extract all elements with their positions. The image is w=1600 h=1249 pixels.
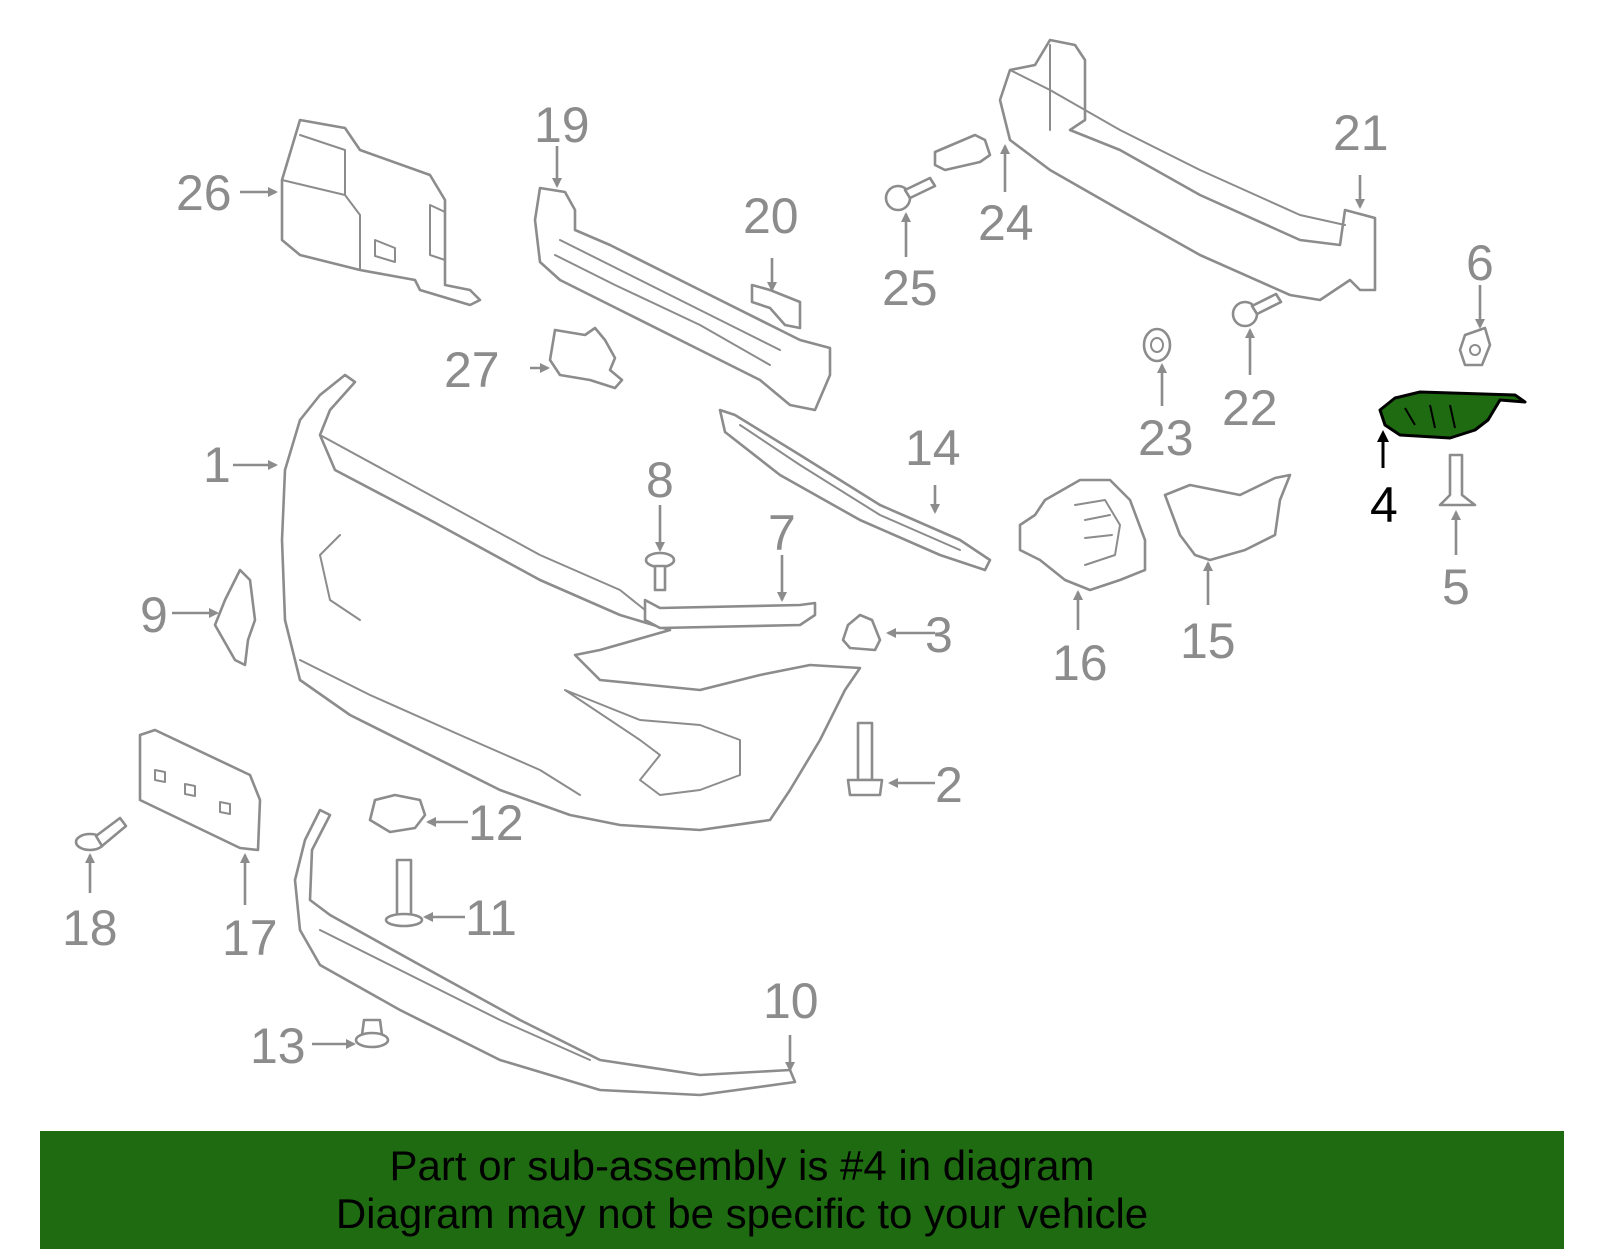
- callout-22: 22: [1222, 380, 1278, 436]
- callout-18: 18: [62, 900, 118, 956]
- callout-25: 25: [882, 260, 938, 316]
- callout-6: 6: [1466, 235, 1494, 291]
- part-22-bolt: [1231, 292, 1283, 328]
- part-20-bracket: [750, 283, 802, 330]
- callout-16: 16: [1052, 635, 1108, 691]
- part-19-absorber: [533, 186, 832, 412]
- callout-15: 15: [1180, 613, 1236, 669]
- callout-24: 24: [978, 195, 1034, 251]
- part-25-bolt: [884, 176, 937, 212]
- callout-7: 7: [768, 505, 796, 561]
- part-21-reinforcement: [998, 38, 1377, 302]
- callout-19: 19: [534, 97, 590, 153]
- part-27-bracket: [548, 326, 624, 390]
- callout-5: 5: [1442, 559, 1470, 615]
- callout-20: 20: [743, 188, 799, 244]
- part-16-fog-bracket: [1018, 478, 1147, 592]
- callout-8: 8: [646, 452, 674, 508]
- callout-17: 17: [222, 910, 278, 966]
- part-2-bolt: [846, 721, 884, 797]
- callout-14: 14: [905, 420, 961, 476]
- part-7-strip: [643, 598, 817, 630]
- callout-10: 10: [763, 973, 819, 1029]
- part-5-pin: [1438, 453, 1477, 507]
- callout-9: 9: [140, 587, 168, 643]
- part-23-nut: [1142, 327, 1172, 363]
- callout-4: 4: [1370, 477, 1398, 533]
- part-1-bumper-cover: [280, 373, 862, 832]
- info-banner: Part or sub-assembly is #4 in diagram Di…: [40, 1131, 1564, 1249]
- part-8-screw: [644, 551, 676, 592]
- part-26-module: [280, 118, 482, 307]
- part-15-deflector: [1163, 473, 1292, 562]
- part-3-clip: [841, 613, 882, 652]
- part-24-clip: [933, 133, 992, 172]
- callout-labels: 26 19 20 24 21 25 22 23 6 4 27 14 1 8 7 …: [62, 97, 1494, 1074]
- part-18-pin: [74, 816, 128, 852]
- callout-23: 23: [1138, 410, 1194, 466]
- part-11-bolt: [384, 858, 424, 928]
- banner-line-1: Part or sub-assembly is #4 in diagram: [389, 1142, 1095, 1189]
- callout-27: 27: [444, 342, 500, 398]
- banner-line-2: Diagram may not be specific to your vehi…: [335, 1190, 1149, 1237]
- part-13-clip: [354, 1018, 390, 1049]
- callout-11: 11: [465, 890, 517, 946]
- callout-3: 3: [925, 607, 953, 663]
- callout-13: 13: [250, 1018, 306, 1074]
- callout-26: 26: [176, 165, 232, 221]
- part-14-strip: [718, 408, 992, 572]
- part-12-clip: [368, 793, 427, 834]
- callout-21: 21: [1333, 105, 1389, 161]
- callout-12: 12: [468, 795, 524, 851]
- part-6-clip: [1458, 326, 1492, 367]
- part-17-bracket: [138, 728, 262, 852]
- leader-arrows: [85, 144, 1485, 1072]
- callout-2: 2: [935, 757, 963, 813]
- part-10-lip: [293, 808, 797, 1097]
- callout-1: 1: [203, 437, 231, 493]
- part-9-bracket: [213, 568, 257, 667]
- part-4-bracket: [1378, 390, 1527, 440]
